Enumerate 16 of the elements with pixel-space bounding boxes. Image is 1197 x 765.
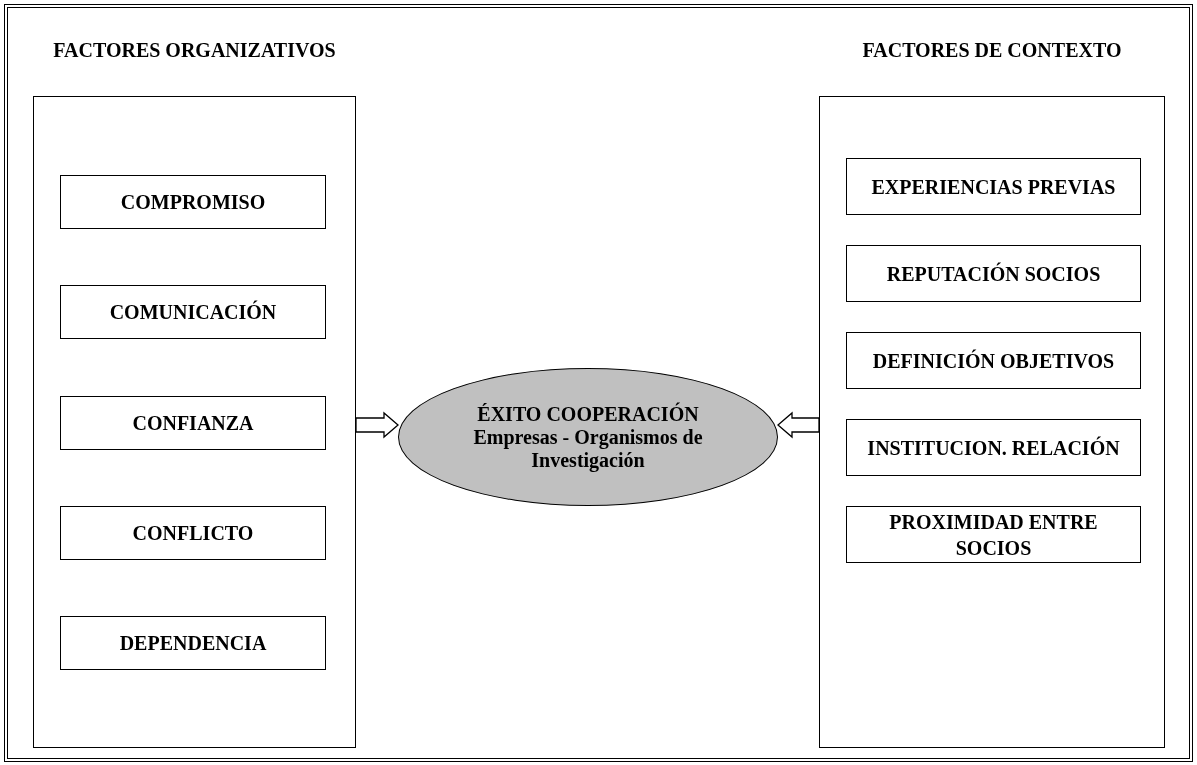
block-arrow <box>355 411 399 439</box>
block-arrow <box>777 411 820 439</box>
factor-box: REPUTACIÓN SOCIOS <box>846 245 1141 302</box>
outcome-subtitle: Empresas - Organismos de Investigación <box>472 425 704 472</box>
factor-box: CONFIANZA <box>60 396 326 450</box>
factor-box: COMUNICACIÓN <box>60 285 326 339</box>
factor-box: EXPERIENCIAS PREVIAS <box>846 158 1141 215</box>
factor-box: COMPROMISO <box>60 175 326 229</box>
factor-box: DEFINICIÓN OBJETIVOS <box>846 332 1141 389</box>
factor-box: INSTITUCION. RELACIÓN <box>846 419 1141 476</box>
factor-box: DEPENDENCIA <box>60 616 326 670</box>
factor-box: CONFLICTO <box>60 506 326 560</box>
factor-box: PROXIMIDAD ENTRE SOCIOS <box>846 506 1141 563</box>
panel-heading: FACTORES DE CONTEXTO <box>861 39 1123 61</box>
panel-heading: FACTORES ORGANIZATIVOS <box>52 39 337 61</box>
outcome-title: ÉXITO COOPERACIÓN <box>477 402 699 426</box>
